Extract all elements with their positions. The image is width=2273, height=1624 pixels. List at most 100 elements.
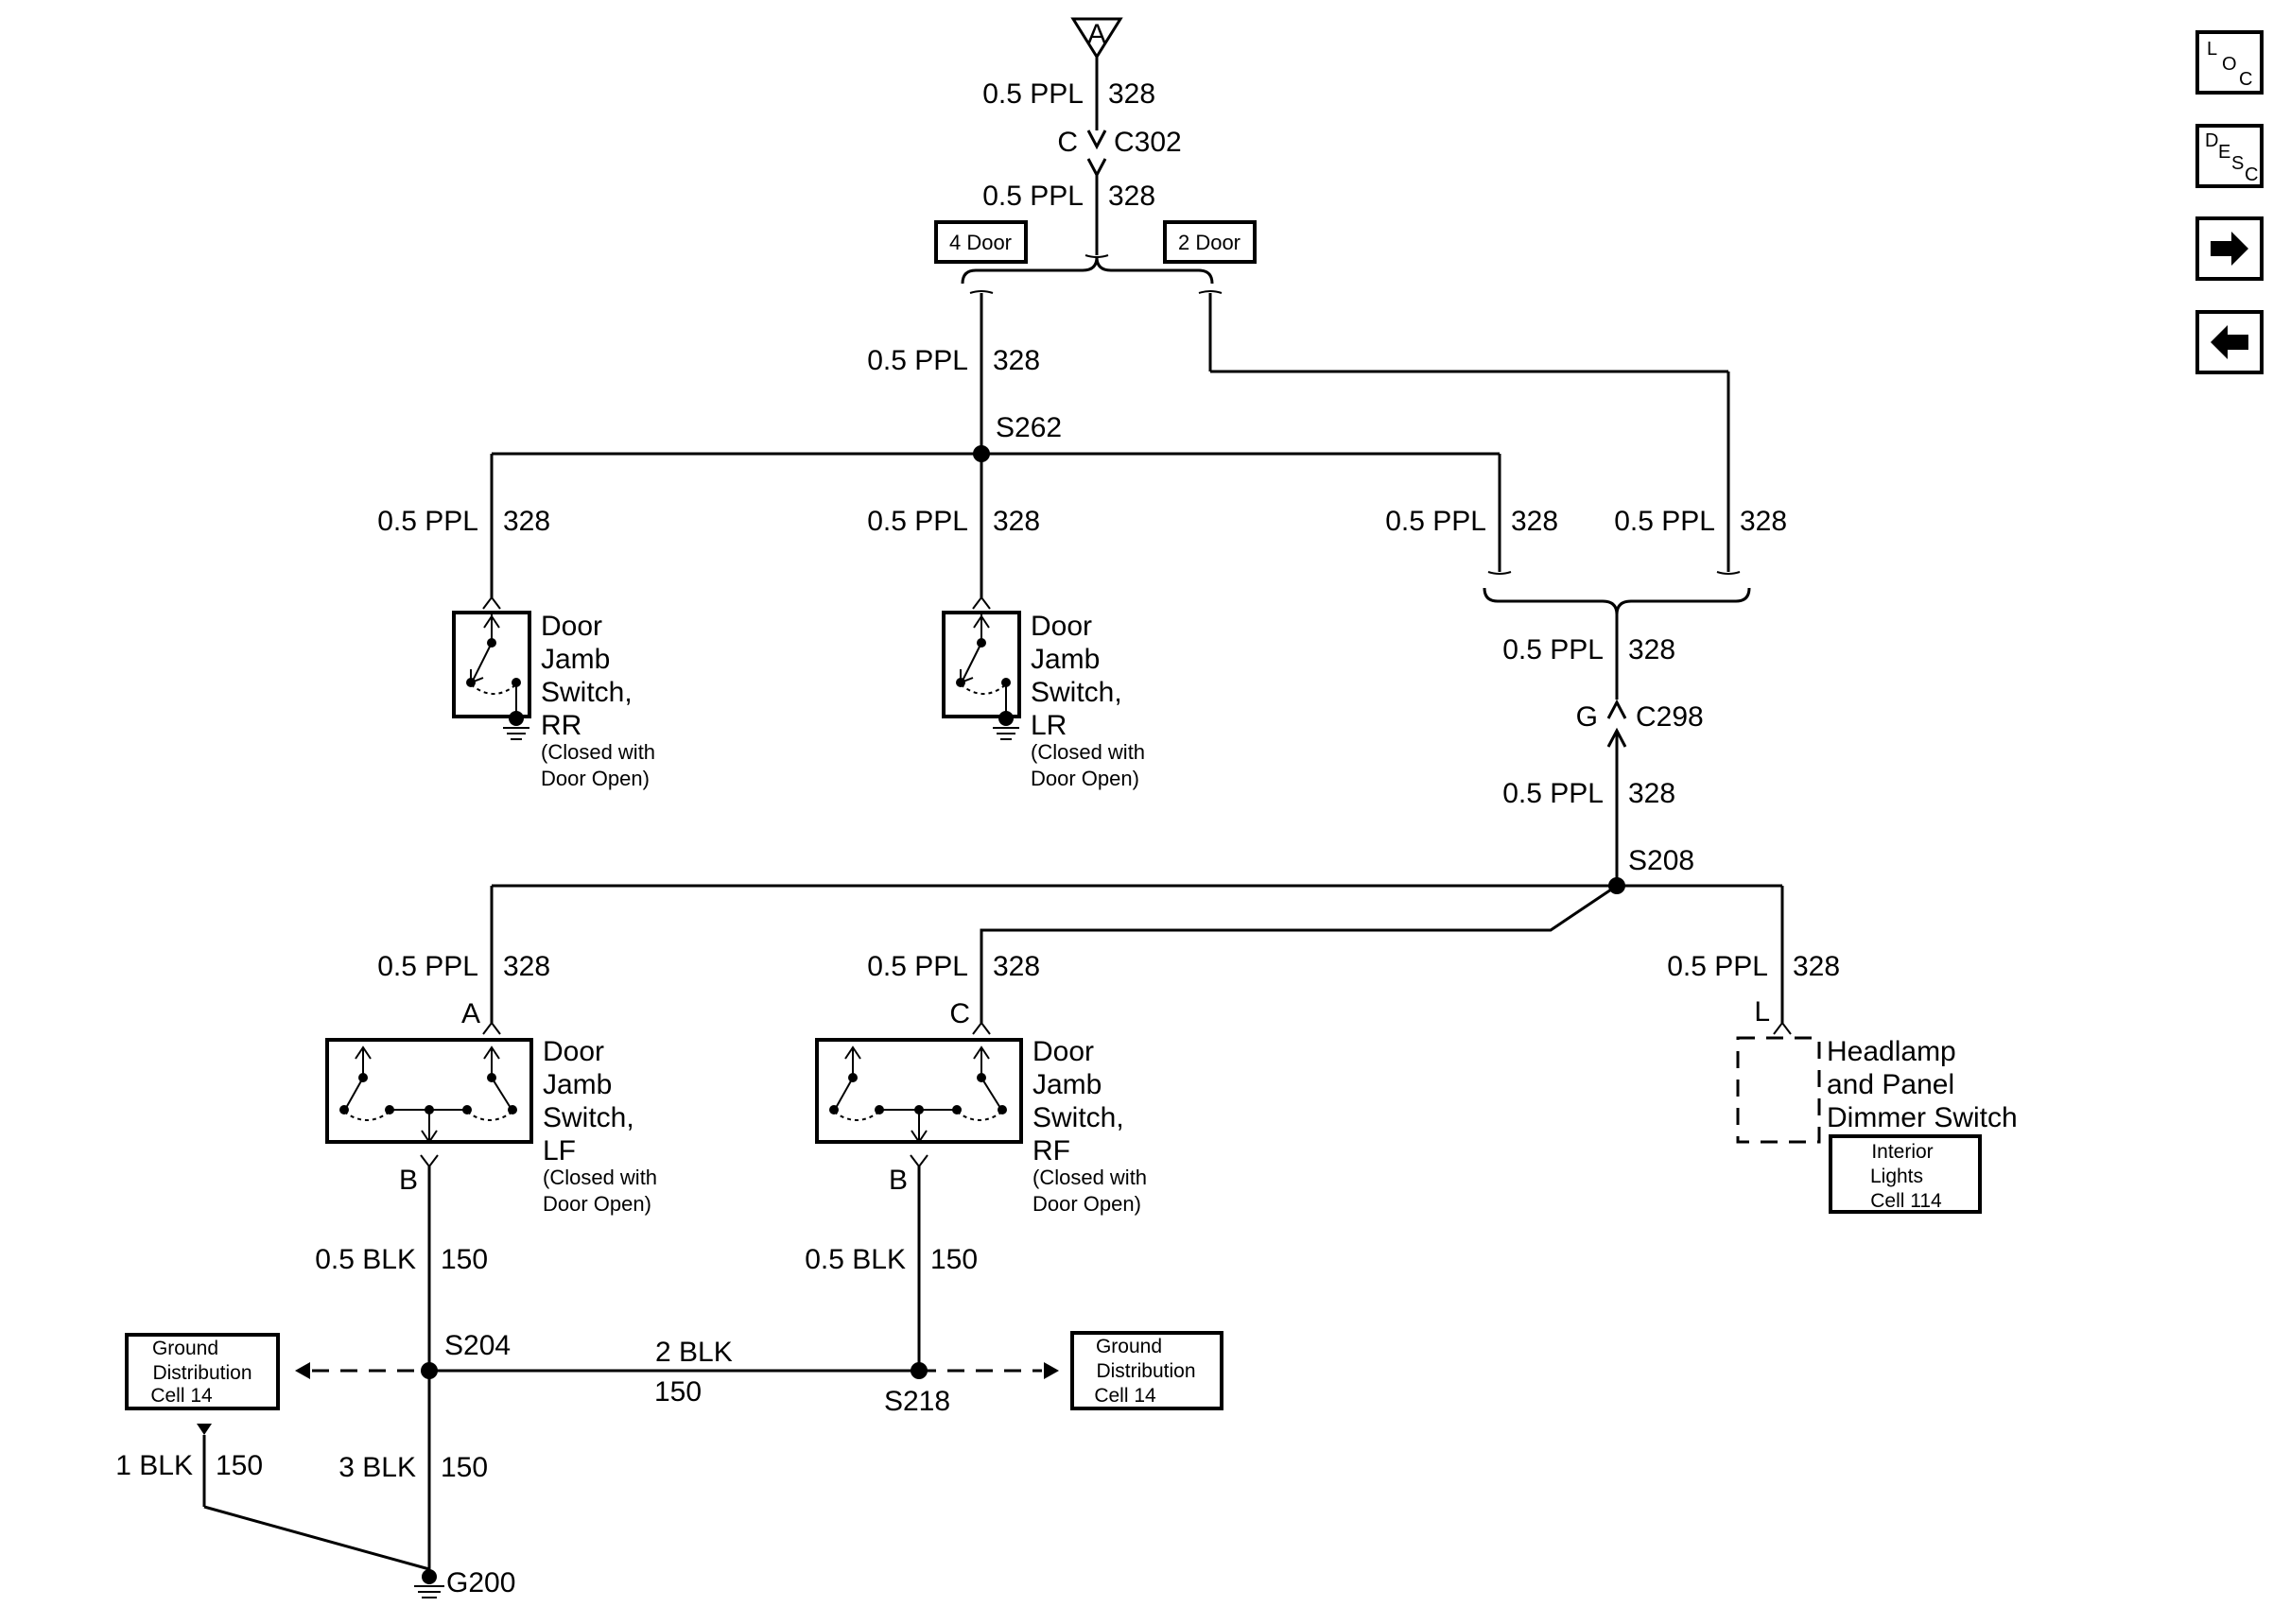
switch-rr-label-3: Switch,	[541, 677, 633, 708]
circuit-number-label: 328	[1628, 634, 1675, 665]
circuit-number-label: 328	[1793, 951, 1840, 982]
switch-lf-label-4: LF	[543, 1135, 576, 1166]
option-2-door: 2 Door	[1163, 220, 1257, 264]
wire-color-label: 0.5 PPL	[1502, 778, 1604, 809]
two-door-branch	[1198, 290, 1741, 575]
circuit-number-label: 328	[1108, 181, 1155, 212]
wire-color-label: 3 BLK	[338, 1452, 416, 1483]
ground-g200-label: G200	[446, 1567, 515, 1598]
switch-lf-pin-a: A	[461, 998, 480, 1029]
desc-letter-s: S	[2231, 153, 2245, 174]
headlamp-switch-label-1: Headlamp	[1827, 1036, 1956, 1067]
door-jamb-switch-lr	[942, 596, 1021, 740]
splice-s262-label: S262	[996, 412, 1062, 443]
wire-color-label: 0.5 PPL	[982, 78, 1084, 110]
switch-lr-note-2: Door Open)	[1031, 767, 1139, 790]
wire-color-label: 1 BLK	[115, 1450, 193, 1481]
door-jamb-switch-rf	[815, 1021, 1023, 1168]
headlamp-switch-pin-l: L	[1754, 996, 1770, 1028]
circuit-number-label: 150	[216, 1450, 263, 1481]
switch-lf-note-1: (Closed with	[543, 1166, 657, 1189]
svg-text:Interior: Interior	[1871, 1141, 1933, 1163]
wire-color-label: 0.5 PPL	[982, 181, 1084, 212]
splice-s218-label: S218	[884, 1386, 950, 1417]
switch-lr-label-1: Door	[1031, 611, 1092, 642]
desc-letter-d: D	[2205, 130, 2219, 151]
circuit-number-label: 328	[993, 506, 1040, 537]
wire-color-label: 0.5 PPL	[867, 506, 968, 537]
desc-letter-e: E	[2218, 142, 2231, 163]
arrow-right-icon	[2211, 232, 2248, 266]
wire-color-label: 2 BLK	[655, 1337, 733, 1368]
circuit-number-label: 150	[930, 1244, 978, 1275]
switch-rf-label-2: Jamb	[1032, 1069, 1102, 1100]
loc-letter-c: C	[2239, 69, 2253, 90]
circuit-number-label: 328	[503, 506, 550, 537]
door-jamb-switch-rr	[452, 596, 531, 740]
splice-s218	[911, 1362, 928, 1379]
splice-s262	[490, 445, 1512, 597]
ground-distribution-reference-left: Ground Distribution Cell 14	[125, 1333, 280, 1410]
svg-text:2 Door: 2 Door	[1178, 231, 1241, 254]
connector-pin-c: C	[1057, 127, 1078, 158]
svg-text:Ground: Ground	[152, 1338, 218, 1359]
switch-rf-label-3: Switch,	[1032, 1102, 1124, 1133]
ground-wires	[197, 1166, 1059, 1579]
ground-g200-symbol	[414, 1569, 444, 1598]
connector-c302-label: C302	[1114, 127, 1182, 158]
description-button[interactable]: D E S C	[2195, 124, 2264, 188]
circuit-number-label: 150	[441, 1244, 488, 1275]
four-door-branch	[969, 290, 994, 454]
connector-pin-g: G	[1576, 701, 1598, 733]
circuit-number-label: 328	[1628, 778, 1675, 809]
splice-s204	[421, 1362, 438, 1379]
back-button[interactable]	[2195, 310, 2264, 374]
wire-color-label: 0.5 PPL	[867, 951, 968, 982]
connector-c298-label: C298	[1636, 701, 1704, 733]
splice-s208-label: S208	[1628, 845, 1694, 876]
splice-s208	[490, 877, 1784, 1023]
wire-color-label: 0.5 PPL	[377, 951, 478, 982]
switch-lr-note-1: (Closed with	[1031, 740, 1145, 764]
switch-lf-label-3: Switch,	[543, 1102, 634, 1133]
top-connector-a: A	[1070, 17, 1123, 60]
switch-rr-label-1: Door	[541, 611, 602, 642]
switch-rf-note-1: (Closed with	[1032, 1166, 1147, 1189]
wire-color-label: 0.5 PPL	[377, 506, 478, 537]
wire-color-label: 0.5 PPL	[1614, 506, 1715, 537]
headlamp-switch-label-3: Dimmer Switch	[1827, 1102, 2018, 1133]
switch-lf-label-1: Door	[543, 1036, 604, 1067]
circuit-number-label: 328	[1108, 78, 1155, 110]
ground-distribution-reference-right: Ground Distribution Cell 14	[1070, 1331, 1223, 1410]
circuit-number-label: 328	[993, 951, 1040, 982]
wire-color-label: 0.5 PPL	[1502, 634, 1604, 665]
option-brace	[961, 256, 1214, 285]
headlamp-dimmer-switch	[1736, 1021, 1821, 1144]
svg-text:4 Door: 4 Door	[949, 231, 1012, 254]
switch-rr-label-2: Jamb	[541, 644, 610, 675]
switch-lr-label-3: Switch,	[1031, 677, 1122, 708]
c298-wire	[1606, 614, 1627, 886]
circuit-number-label: 328	[1740, 506, 1787, 537]
svg-text:Distribution: Distribution	[152, 1362, 252, 1384]
splice-s204-label: S204	[444, 1330, 511, 1361]
svg-text:Lights: Lights	[1870, 1166, 1923, 1187]
switch-rf-pin-b: B	[889, 1165, 908, 1196]
svg-text:Cell 14: Cell 14	[150, 1385, 213, 1407]
switch-lr-label-4: LR	[1031, 710, 1067, 741]
door-jamb-switch-lf	[325, 1021, 533, 1168]
c298-brace	[1483, 587, 1751, 615]
circuit-number-label: 328	[503, 951, 550, 982]
loc-letter-o: O	[2222, 54, 2237, 75]
circuit-number-label: 328	[1511, 506, 1558, 537]
wire-color-label: 0.5 BLK	[315, 1244, 416, 1275]
switch-rf-pin-c: C	[949, 998, 970, 1029]
switch-rr-note-1: (Closed with	[541, 740, 655, 764]
switch-rf-label-1: Door	[1032, 1036, 1094, 1067]
next-button[interactable]	[2195, 216, 2264, 281]
headlamp-switch-label-2: and Panel	[1827, 1069, 1954, 1100]
location-button[interactable]: L O C	[2195, 30, 2264, 95]
switch-lf-pin-b: B	[399, 1165, 418, 1196]
arrow-left-icon	[2211, 325, 2248, 359]
